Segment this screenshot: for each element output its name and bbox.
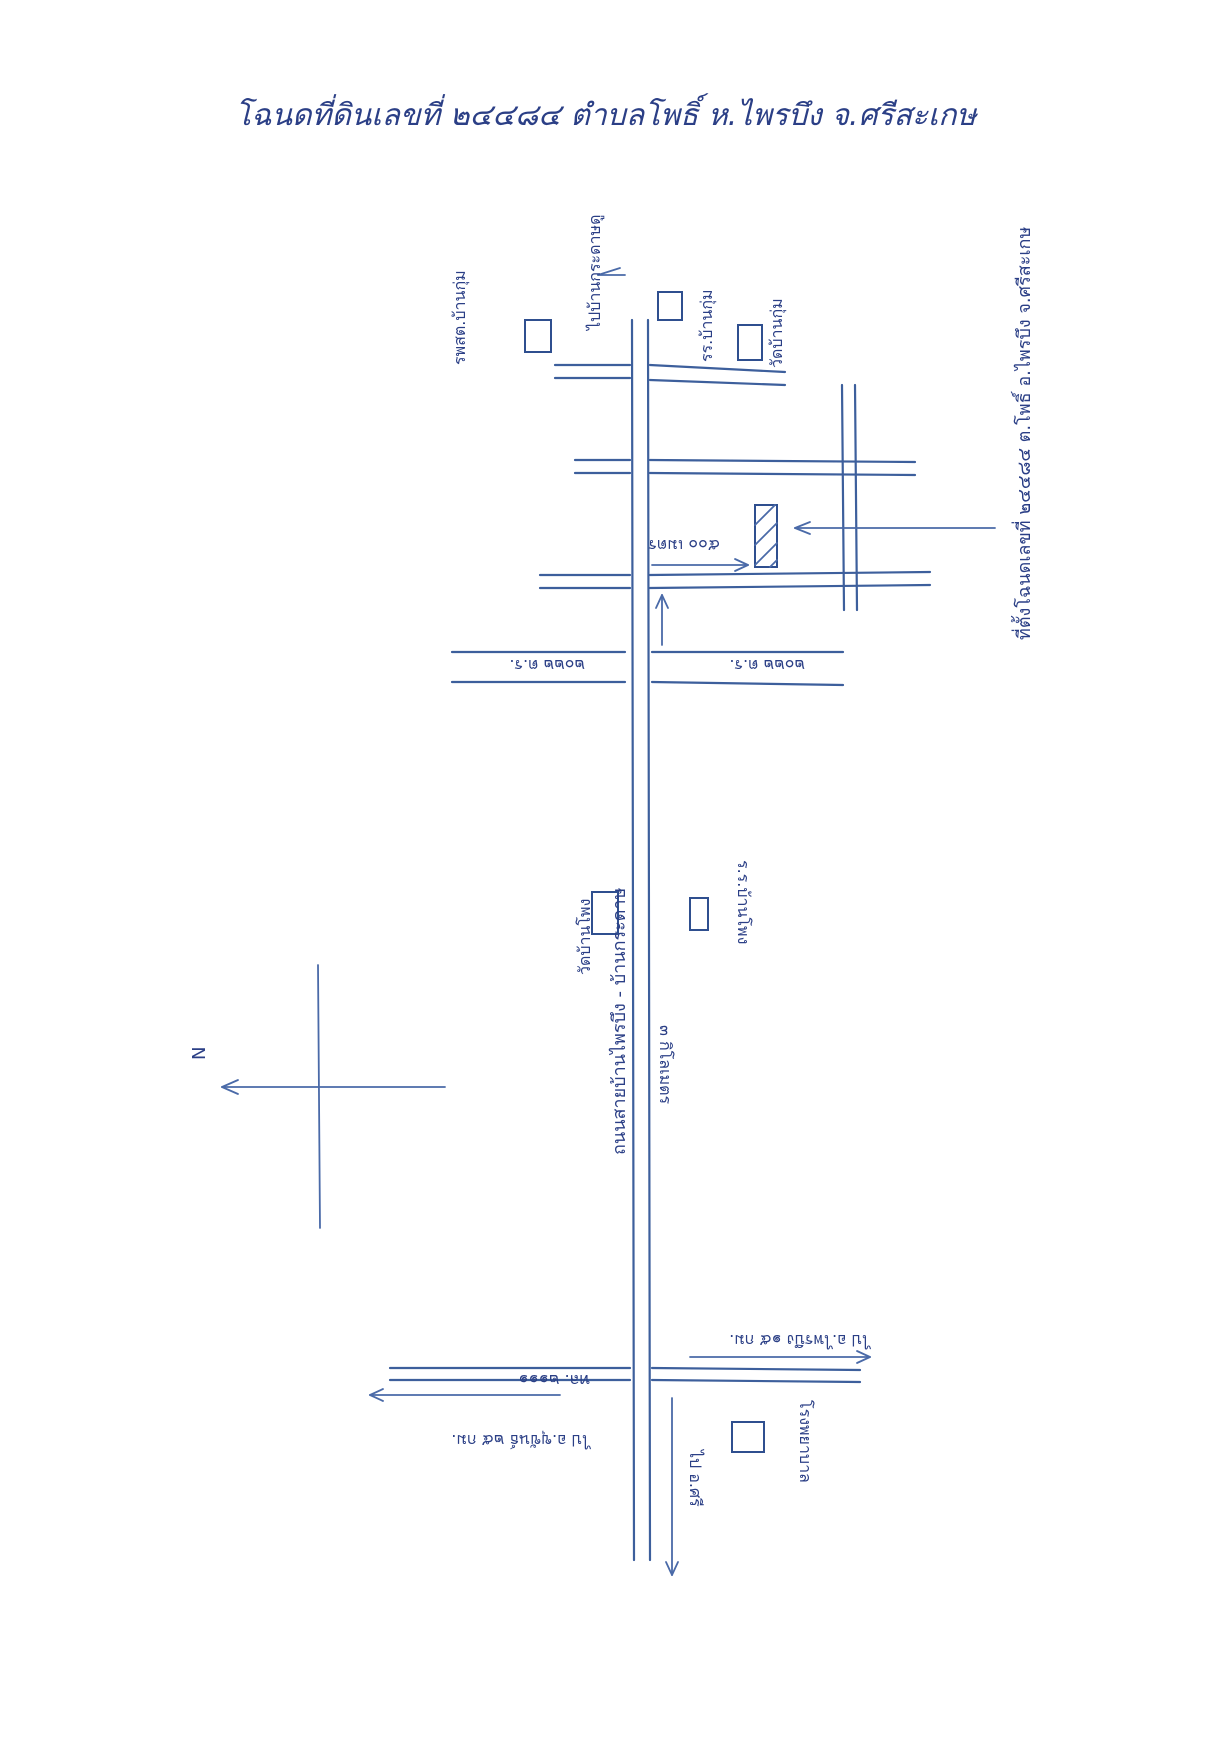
north-arrow-on-road [655,594,669,646]
to-khun-han-label: ไปบ้านกระดาษดู [585,215,605,332]
soi-right-label: ๒๐๒๒ ต.ร. [729,656,805,675]
distance-500m-label: ๕๐๐ เมตร [648,536,720,555]
to-sisaket-label: ไป อ.ศรี [686,1448,705,1507]
distance-500m-arrow [651,558,749,572]
arrow-to-khukhan [369,1388,561,1402]
right-side-road [840,383,859,612]
hospital-top-label: รพสต.บ้านกุ่ม [450,270,470,365]
land-parcel [754,504,778,568]
distance-3km-label: ๓ กิโลเมตร [656,1025,675,1105]
land-callout-label: ที่ตั้งโฉนดเลขที่ ๒๔๔๘๔ ต.โพธิ์ อ.ไพรบึง… [1010,227,1035,640]
arrow-to-sisaket [665,1397,679,1576]
north-compass [221,964,446,1229]
top-cross-road [553,363,787,387]
north-label: N [189,1047,210,1060]
soi-left-label: ๒๐๒๒ ต.ร. [509,656,585,675]
to-khukhan-label: ไป อ.ขุขันธ์ ๒๕ กม. [451,1430,592,1450]
main-road [630,318,652,1562]
school-top-label: รร.บ้านกุ่ม [697,289,717,362]
temple-mid-label: วัดบ้านโพง [575,899,594,975]
school-mid-building [689,897,709,931]
map-title: โฉนดที่ดินเลขที่ ๒๔๔๘๔ ตำบลโพธิ์ ห.ไพรบึ… [235,93,978,133]
to-phaibueng-label: ไป อ.ไพรบึง ๑๕ กม. [729,1331,872,1350]
school-mid-label: ร.ร.บ้านโพง [734,860,753,944]
soi-road [450,650,845,687]
hospital-bottom-building [731,1421,765,1453]
road-2111-label: ทล. ๒๑๑๑ [518,1371,590,1390]
temple-top-label: วัดบ้านกุ่ม [767,298,787,368]
arrow-to-phaibueng [689,1350,871,1364]
school-top-building [524,319,552,353]
third-cross-road [538,570,932,590]
land-callout-arrow [794,521,996,535]
top-arrow [597,267,626,276]
main-road-label: ถนนสายบ้านไพรบึง - บ้านกระดาษ [608,887,630,1155]
second-cross-road [573,458,917,477]
hospital-top-building [737,324,763,361]
temple-top-building [657,291,683,321]
bottom-cross-road [388,1366,862,1384]
hospital-bottom-label: โรงพยาบาล [796,1400,815,1483]
temple-mid-building [591,891,619,935]
